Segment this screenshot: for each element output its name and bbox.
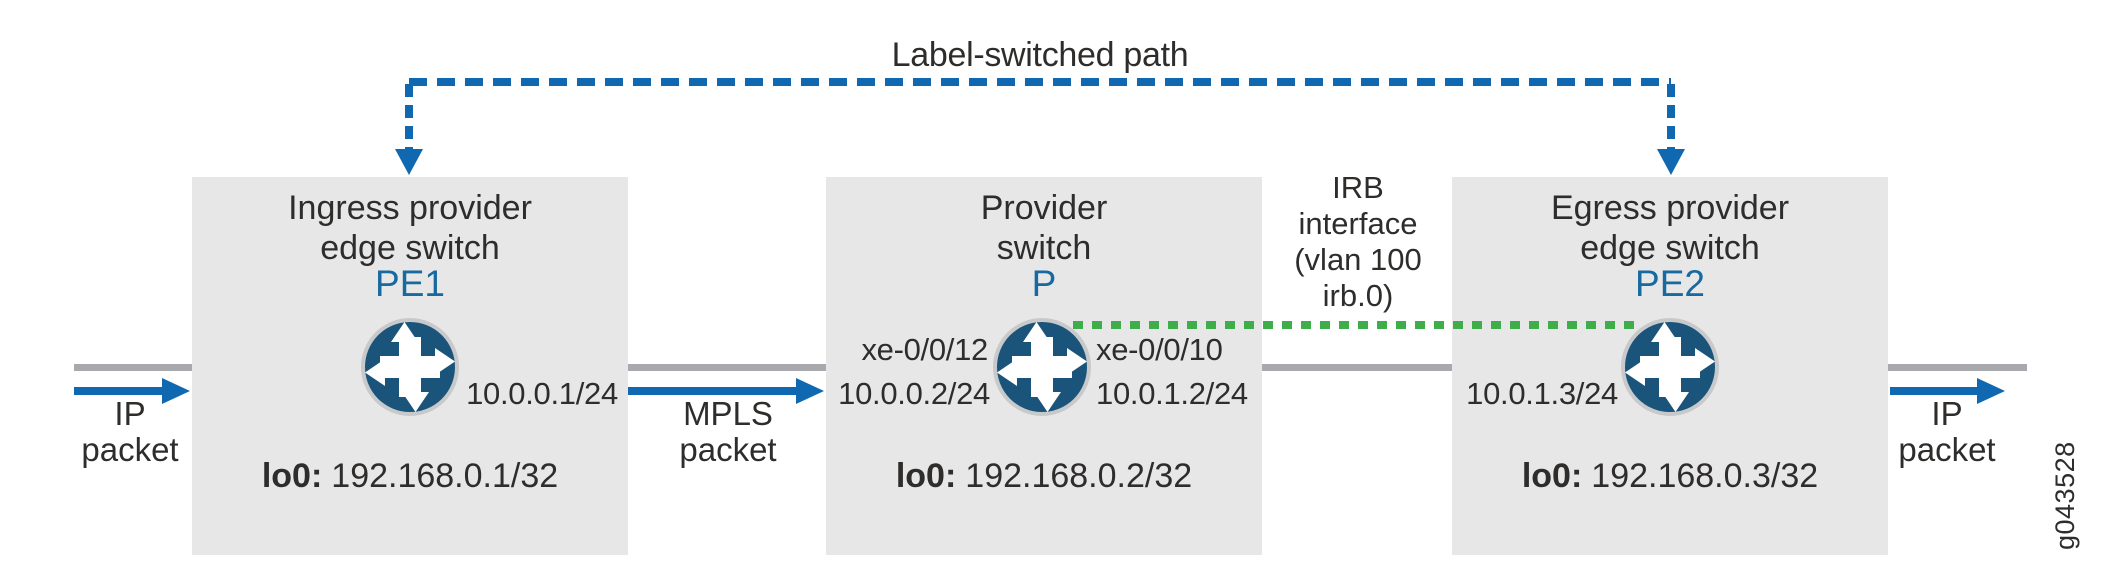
flow-label-line1: MPLS — [683, 395, 773, 432]
pe2-ingress-ip-label: 10.0.1.3/24 — [1466, 376, 1618, 411]
ip-packet-arrow-right — [1890, 387, 1977, 395]
lsp-dashed-line-left-vertical — [405, 84, 413, 150]
loopback-pe2: lo0:192.168.0.3/32 — [1452, 457, 1888, 496]
irb-dotted-line — [1073, 321, 1640, 329]
loopback-address: 192.168.0.1/32 — [331, 457, 559, 495]
ip-packet-arrowhead-right-icon — [1977, 378, 2005, 404]
loopback-prefix: lo0: — [261, 457, 323, 495]
node-role-line2: edge switch — [320, 229, 500, 267]
loopback-p: lo0:192.168.0.2/32 — [826, 457, 1262, 496]
flow-label-ip-right: IP packet — [1855, 396, 2039, 468]
node-role-line2: edge switch — [1580, 229, 1760, 267]
p-egress-ip-label: 10.0.1.2/24 — [1096, 376, 1248, 411]
lsp-dashed-line-right-vertical — [1667, 84, 1675, 150]
loopback-pe1: lo0:192.168.0.1/32 — [192, 457, 628, 496]
irb-note-line3: (vlan 100 — [1294, 242, 1422, 277]
device-label-pe2: PE2 — [1635, 263, 1705, 304]
irb-note-line2: interface — [1298, 206, 1418, 241]
flow-label-line1: IP — [114, 395, 146, 432]
irb-note-line4: irb.0) — [1322, 278, 1394, 313]
p-egress-interface-label: xe-0/0/10 — [1096, 332, 1223, 367]
lsp-arrowhead-down-left-icon — [395, 149, 423, 175]
router-icon-pe2 — [1621, 318, 1719, 416]
mpls-packet-arrow — [628, 387, 796, 395]
device-label-p: P — [1031, 263, 1057, 304]
router-icon-p — [993, 318, 1091, 416]
pe1-egress-ip-label: 10.0.0.1/24 — [466, 376, 618, 411]
device-label-pe1: PE1 — [375, 263, 445, 304]
flow-label-line1: IP — [1931, 395, 1963, 432]
node-role-pe2: Egress provider edge switch — [1452, 188, 1888, 268]
node-role-line1: Provider — [980, 189, 1108, 227]
irb-note-line1: IRB — [1332, 170, 1384, 205]
lsp-path-label: Label-switched path — [891, 36, 1189, 74]
node-role-p: Provider switch — [826, 188, 1262, 268]
node-role-line1: Ingress provider — [288, 189, 532, 227]
ip-packet-arrowhead-left-icon — [162, 378, 190, 404]
irb-interface-note: IRB interface (vlan 100 irb.0) — [1262, 170, 1454, 314]
figure-id-label: g043528 — [2050, 441, 2080, 550]
ip-packet-arrow-left — [74, 387, 162, 395]
loopback-address: 192.168.0.2/32 — [965, 457, 1193, 495]
node-role-line1: Egress provider — [1550, 189, 1790, 227]
lsp-dashed-line-horizontal — [409, 78, 1671, 86]
flow-label-line2: packet — [81, 431, 179, 468]
router-icon-pe1 — [361, 318, 459, 416]
flow-label-line2: packet — [679, 431, 777, 468]
loopback-prefix: lo0: — [1521, 457, 1583, 495]
p-ingress-interface-label: xe-0/0/12 — [861, 332, 988, 367]
loopback-address: 192.168.0.3/32 — [1591, 457, 1819, 495]
node-box-pe1: Ingress provider edge switch PE1 lo0:192… — [192, 177, 628, 555]
mpls-packet-arrowhead-icon — [796, 378, 824, 404]
node-role-pe1: Ingress provider edge switch — [192, 188, 628, 268]
lsp-arrowhead-down-right-icon — [1657, 149, 1685, 175]
flow-label-mpls: MPLS packet — [628, 396, 828, 468]
flow-label-ip-left: IP packet — [40, 396, 220, 468]
node-role-line2: switch — [996, 229, 1092, 267]
p-ingress-ip-label: 10.0.0.2/24 — [838, 376, 990, 411]
flow-label-line2: packet — [1898, 431, 1996, 468]
loopback-prefix: lo0: — [895, 457, 957, 495]
